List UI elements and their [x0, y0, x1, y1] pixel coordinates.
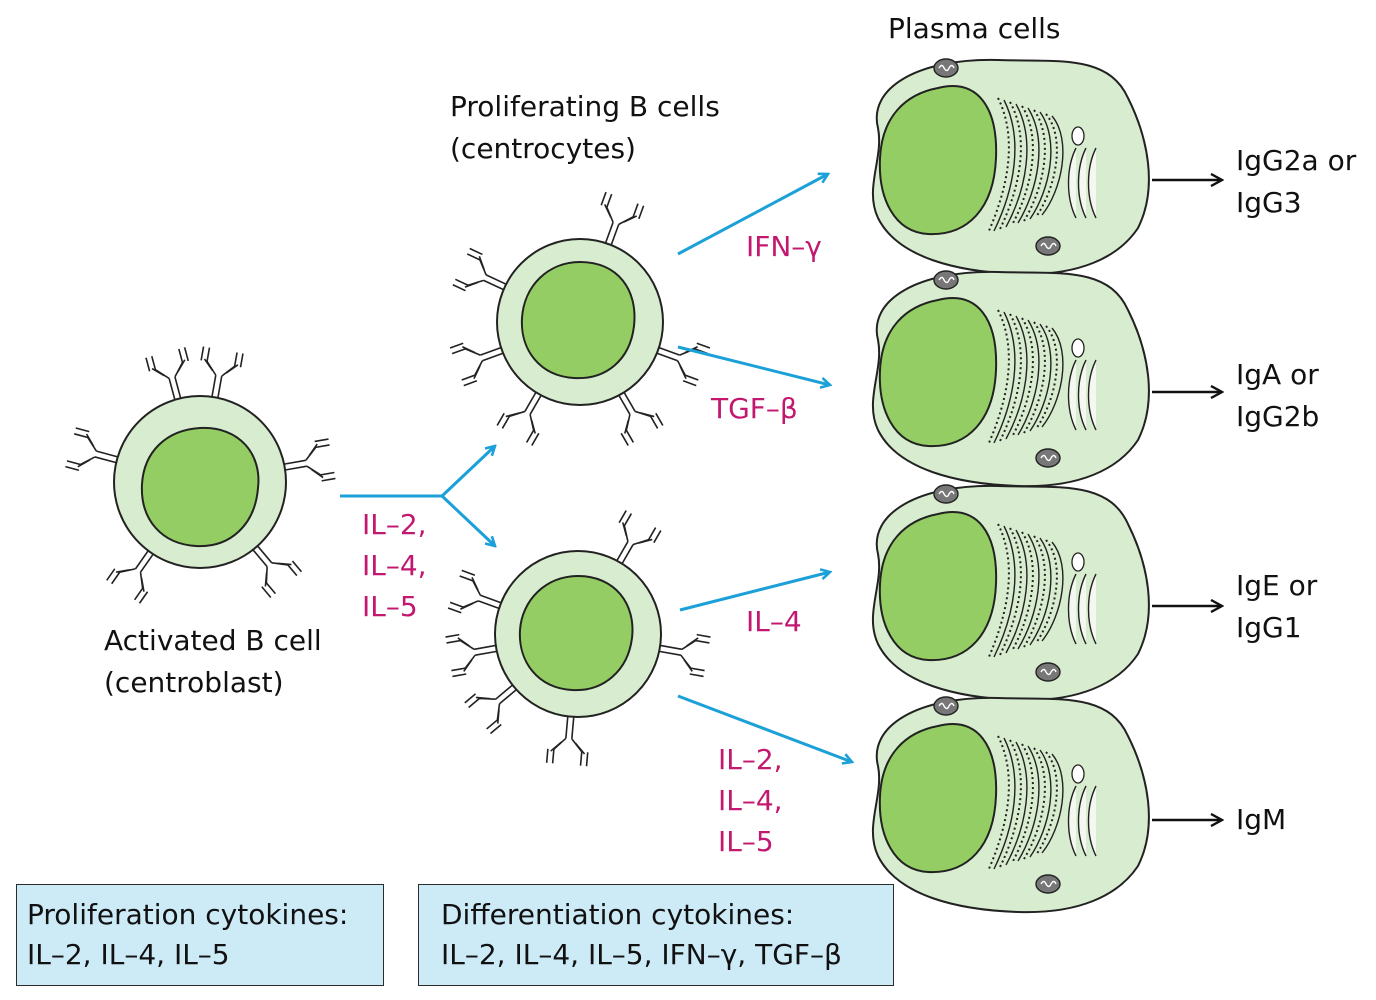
golgi-icon	[1067, 338, 1097, 431]
mitochondrion-icon	[933, 270, 959, 290]
nucleus	[878, 85, 998, 236]
proliferation-list: IL–2, IL–4, IL–5	[27, 938, 230, 971]
antibody-icon	[464, 684, 517, 735]
antibody-icon	[496, 391, 542, 446]
antibody-icon	[618, 391, 664, 446]
isotype-ige: IgE or IgG1	[1236, 565, 1317, 649]
mitochondrion-icon	[933, 484, 959, 504]
proliferating-label-line2: (centrocytes)	[450, 132, 636, 165]
isotype-igg2a: IgG2a or IgG3	[1236, 140, 1356, 224]
antibody-icon	[447, 569, 502, 614]
arrow-to-proliferating-top	[440, 446, 495, 498]
plasma-cell	[871, 270, 1150, 488]
proliferation-cytokines-box: Proliferation cytokines: IL–2, IL–4, IL–…	[16, 884, 384, 986]
differentiation-list: IL–2, IL–4, IL–5, IFN–γ, TGF–β	[441, 938, 842, 971]
antibody-icon	[284, 438, 336, 482]
activated-label-line1: Activated B cell	[104, 624, 322, 657]
cytokine-tgf-beta: TGF–β	[711, 392, 798, 425]
isotype-igg2a-line1: IgG2a or	[1236, 144, 1357, 177]
plasma-cell	[871, 484, 1150, 702]
mitochondrion-icon	[1035, 448, 1061, 468]
split-cytokines: IL–2, IL–4, IL–5	[362, 504, 427, 627]
arrow-to-iga	[677, 345, 830, 385]
differentiation-title: Differentiation cytokines:	[441, 898, 795, 931]
isotype-iga: IgA or IgG2b	[1236, 354, 1319, 438]
differentiation-arrows	[340, 174, 852, 762]
isotype-igg2a-line2: IgG3	[1236, 186, 1302, 219]
nucleus	[878, 723, 998, 874]
cytokine-il4: IL–4	[746, 605, 802, 638]
nucleus	[140, 426, 260, 548]
endoplasmic-reticulum-icon	[987, 97, 1064, 234]
proliferating-b-cells-label: Proliferating B cells (centrocytes)	[450, 86, 720, 170]
isotype-arrows	[1152, 180, 1222, 820]
mitochondrion-icon	[933, 696, 959, 716]
antibody-icon	[452, 247, 507, 292]
mitochondrion-icon	[933, 58, 959, 78]
igm-cytokine-2: IL–4,	[718, 784, 783, 817]
split-cytokine-1: IL–2,	[362, 508, 427, 541]
antibody-icon	[252, 545, 303, 599]
nucleus	[878, 511, 998, 662]
nucleus	[520, 260, 636, 380]
antibody-icon	[449, 342, 504, 387]
golgi-icon	[1067, 764, 1097, 857]
endoplasmic-reticulum-icon	[987, 735, 1064, 872]
nucleus	[878, 297, 998, 448]
igm-cytokine-1: IL–2,	[718, 743, 783, 776]
plasma-cells	[871, 58, 1150, 914]
activated-b-cell-label: Activated B cell (centroblast)	[104, 620, 322, 704]
arrow-to-igg2a	[677, 174, 828, 256]
proliferating-label-line1: Proliferating B cells	[450, 90, 720, 123]
cytokine-ifn-gamma: IFN–γ	[746, 230, 822, 263]
proliferating-b-cell-top	[496, 238, 664, 406]
arrow-to-ige	[679, 572, 830, 612]
golgi-icon	[1067, 126, 1097, 219]
golgi-icon	[1067, 552, 1097, 645]
split-cytokine-2: IL–4,	[362, 549, 427, 582]
endoplasmic-reticulum-icon	[987, 309, 1064, 446]
antibody-icon	[545, 716, 589, 767]
plasma-cells-label: Plasma cells	[888, 12, 1061, 45]
isotype-iga-line2: IgG2b	[1236, 400, 1320, 433]
antibody-icon	[659, 633, 711, 678]
arrow-to-igm	[677, 694, 852, 762]
isotype-igm: IgM	[1236, 803, 1287, 836]
isotype-ige-line1: IgE or	[1236, 569, 1318, 602]
activated-b-cell	[113, 395, 287, 569]
isotype-ige-line2: IgG1	[1236, 611, 1302, 644]
split-cytokine-3: IL–5	[362, 590, 418, 623]
mitochondrion-icon	[1035, 236, 1061, 256]
igm-cytokine-3: IL–5	[718, 825, 774, 858]
differentiation-cytokines-box: Differentiation cytokines: IL–2, IL–4, I…	[418, 884, 894, 986]
proliferation-title: Proliferation cytokines:	[27, 898, 349, 931]
antibody-icon	[445, 633, 497, 678]
antibody-receptors	[65, 191, 711, 767]
isotype-iga-line1: IgA or	[1236, 358, 1319, 391]
endoplasmic-reticulum-icon	[987, 523, 1064, 660]
antibody-icon	[200, 346, 244, 398]
plasma-cell	[871, 696, 1150, 914]
antibody-icon	[145, 347, 190, 400]
antibody-icon	[65, 427, 118, 472]
plasma-cell	[871, 58, 1150, 276]
antibody-icon	[616, 510, 662, 565]
proliferating-b-cell-bottom	[494, 550, 662, 718]
mitochondrion-icon	[1035, 874, 1061, 894]
igm-cytokines: IL–2, IL–4, IL–5	[718, 739, 783, 862]
activated-label-line2: (centroblast)	[104, 666, 284, 699]
mitochondrion-icon	[1035, 662, 1061, 682]
arrow-to-proliferating-bottom	[440, 494, 495, 546]
antibody-icon	[600, 191, 645, 246]
nucleus	[518, 574, 634, 692]
antibody-icon	[106, 550, 154, 604]
